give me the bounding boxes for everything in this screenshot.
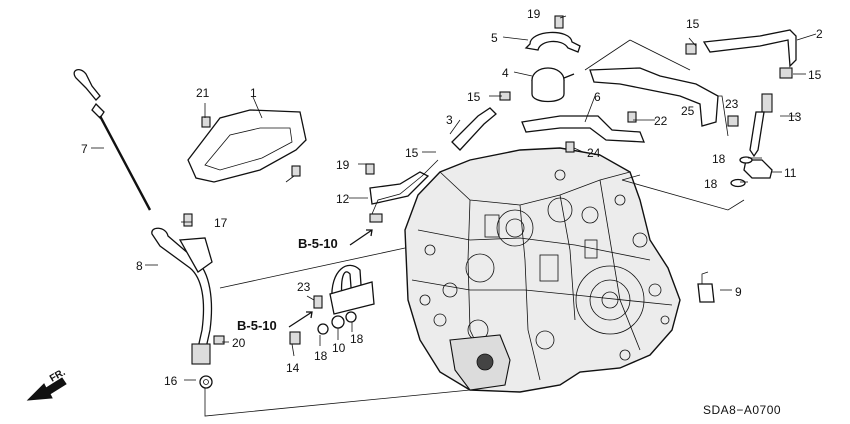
switch-9 — [697, 271, 715, 303]
reference-b-5-10-upper: B-5-10 — [298, 236, 338, 251]
callout-10: 10 — [332, 341, 346, 355]
callout-11: 11 — [784, 166, 797, 180]
reference-arrow-upper — [349, 229, 373, 246]
callout-19-left: 19 — [336, 158, 350, 172]
callout-labels: 19 5 15 2 4 15 21 1 15 6 25 23 3 22 13 1… — [81, 7, 823, 417]
bracket-25 — [589, 29, 797, 127]
harness-12 — [365, 159, 439, 223]
cover-plate — [187, 109, 307, 183]
dipstick — [73, 68, 152, 211]
callout-12: 12 — [336, 192, 350, 206]
callout-5: 5 — [491, 31, 498, 45]
callout-16: 16 — [164, 374, 178, 388]
callout-15-b: 15 — [808, 68, 822, 82]
callout-2: 2 — [816, 27, 823, 41]
callout-9: 9 — [735, 285, 742, 299]
front-arrow-icon — [26, 377, 67, 401]
callout-19-top: 19 — [527, 7, 541, 21]
transmission-case — [404, 147, 681, 393]
callout-18-d: 18 — [350, 332, 364, 346]
hose-bracket — [289, 264, 375, 345]
callout-22: 22 — [654, 114, 668, 128]
callout-15-a: 15 — [686, 17, 700, 31]
callout-18-a: 18 — [712, 152, 726, 166]
callout-20: 20 — [232, 336, 246, 350]
leader-lines — [91, 15, 817, 417]
callout-23-b: 23 — [297, 280, 311, 294]
callout-18-c: 18 — [314, 349, 328, 363]
filler-pipe — [151, 213, 225, 389]
reference-b-5-10-lower: B-5-10 — [237, 318, 277, 333]
mount-4 — [524, 15, 581, 103]
callout-8: 8 — [136, 259, 143, 273]
callout-6: 6 — [594, 90, 601, 104]
callout-24: 24 — [587, 146, 601, 160]
callout-4: 4 — [502, 66, 509, 80]
callout-21-a: 21 — [196, 86, 210, 100]
callout-7: 7 — [81, 142, 88, 156]
callout-17: 17 — [214, 216, 228, 230]
pipe-13 — [730, 93, 773, 188]
callout-25: 25 — [681, 104, 695, 118]
callout-18-b: 18 — [704, 177, 718, 191]
callout-15-d: 15 — [405, 146, 419, 160]
diagram-code: SDA8−A0700 — [703, 403, 781, 417]
callout-1: 1 — [250, 86, 257, 100]
bracket-6 — [521, 111, 645, 153]
front-direction-indicator: FR. — [26, 367, 68, 401]
hose-3 — [451, 91, 511, 151]
callout-3: 3 — [446, 113, 453, 127]
callout-15-c: 15 — [467, 90, 481, 104]
callout-14: 14 — [286, 361, 300, 375]
reference-arrow-lower — [288, 311, 313, 328]
callout-23-a: 23 — [725, 97, 739, 111]
callout-13: 13 — [788, 110, 802, 124]
